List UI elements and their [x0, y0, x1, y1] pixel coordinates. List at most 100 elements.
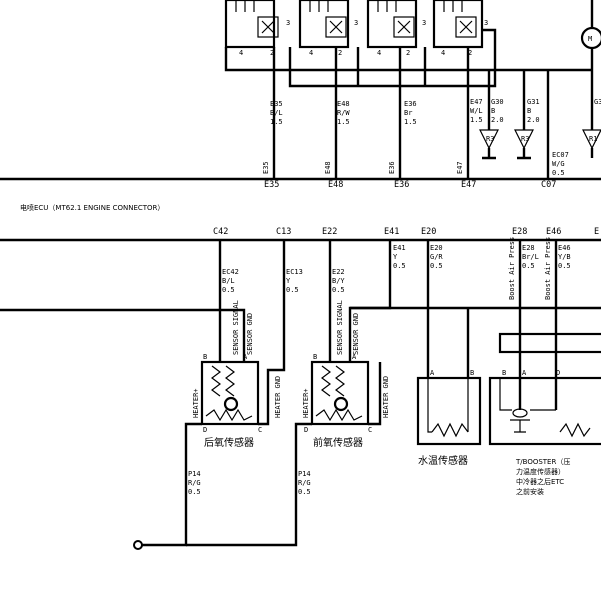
label-boost-air-press-2: Boost Air Press [544, 237, 552, 300]
svg-text:A: A [243, 353, 248, 361]
relay-pin-3: 3 [354, 19, 358, 27]
label-rear-o2-sensor: 后氧传感器 [204, 436, 254, 449]
svg-text:1.5: 1.5 [337, 118, 350, 126]
pin-c07: C07 [541, 180, 556, 190]
svg-text:Y: Y [286, 277, 291, 285]
svg-text:G30: G30 [491, 98, 504, 106]
svg-text:B/L: B/L [222, 277, 235, 285]
svg-text:R/G: R/G [298, 479, 311, 487]
svg-text:2.0: 2.0 [527, 116, 540, 124]
svg-text:G31: G31 [527, 98, 540, 106]
p14-wire-label-2: P14 R/G 0.5 [298, 470, 311, 496]
p14-wire-label-1: P14 R/G 0.5 [188, 470, 201, 496]
bottom-wire-label-e46: E46 Y/B 0.5 [558, 244, 571, 270]
relay-pin-4: 4 [377, 49, 381, 57]
coil-module-3: 4 2 3 [366, 0, 426, 57]
label-front-o2-sensor: 前氧传感器 [313, 436, 363, 449]
top-wire-label-e35: E35 B/L 1.5 [270, 100, 283, 126]
svg-text:0.5: 0.5 [558, 262, 571, 270]
svg-text:B: B [313, 353, 317, 361]
svg-text:0.5: 0.5 [552, 169, 565, 177]
label-boost-air-press-1: Boost Air Press [508, 237, 516, 300]
svg-text:Y: Y [393, 253, 398, 261]
svg-text:M: M [588, 35, 592, 43]
pin-e22: E22 [322, 227, 337, 237]
pin-c42: C42 [213, 227, 228, 237]
label-sensor-gnd-front: SENSOR GND [352, 313, 360, 355]
svg-text:E36: E36 [404, 100, 417, 108]
svg-text:G/R: G/R [430, 253, 443, 261]
relay-pin-2: 2 [338, 49, 342, 57]
pin-c13: C13 [276, 227, 291, 237]
top-wire-label-ec07: EC07 W/G 0.5 [552, 151, 569, 177]
bottom-wire-label-e20: E20 G/R 0.5 [430, 244, 443, 270]
svg-text:1.5: 1.5 [404, 118, 417, 126]
pin-mark-e48: E48 [324, 161, 332, 174]
relay-pin-2: 2 [468, 49, 472, 57]
svg-text:E35: E35 [270, 100, 283, 108]
svg-text:A: A [352, 353, 357, 361]
pin-e: E [594, 227, 599, 237]
label-boost-line-2: 力温度传感器） [516, 467, 565, 476]
label-boost-line-3: 中冷器之后ETC [516, 477, 564, 486]
label-heater-gnd-rear: HEATER GND [274, 376, 282, 418]
svg-text:0.5: 0.5 [393, 262, 406, 270]
bottom-wire-label-e41: E41 Y 0.5 [393, 244, 406, 270]
coil-module-1: 4 2 3 [224, 0, 290, 57]
svg-text:D: D [304, 426, 308, 434]
resistor-branch-g30: R3 G30 B 2.0 [479, 70, 504, 160]
relay-pin-2: 2 [270, 49, 274, 57]
pin-e35: E35 [264, 180, 279, 190]
svg-text:B/L: B/L [270, 109, 283, 117]
coolant-temp-sensor: A B [416, 369, 482, 446]
resistor-branch-g31: R3 G31 B 2.0 [514, 70, 540, 160]
svg-text:Br/L: Br/L [522, 253, 539, 261]
svg-text:B/Y: B/Y [332, 277, 345, 285]
svg-text:C: C [258, 426, 262, 434]
svg-text:C: C [368, 426, 372, 434]
svg-text:E28: E28 [522, 244, 535, 252]
label-heater-plus-rear: HEATER+ [192, 388, 200, 418]
bottom-wire-label-e28: E28 Br/L 0.5 [522, 244, 539, 270]
pin-e36: E36 [394, 180, 409, 190]
svg-text:0.5: 0.5 [286, 286, 299, 294]
svg-text:R3: R3 [521, 135, 529, 143]
relay-pin-2: 2 [406, 49, 410, 57]
front-o2-sensor: B A D C [304, 353, 372, 434]
svg-text:B: B [491, 107, 495, 115]
bottom-wire-label-ec13: EC13 Y 0.5 [286, 268, 303, 294]
pin-e20: E20 [421, 227, 436, 237]
boost-pressure-sensor: B A D [488, 332, 601, 446]
svg-text:P14: P14 [188, 470, 201, 478]
svg-text:E20: E20 [430, 244, 443, 252]
svg-text:0.5: 0.5 [188, 488, 201, 496]
svg-text:1.5: 1.5 [270, 118, 283, 126]
relay-pin-4: 4 [441, 49, 445, 57]
label-heater-gnd-front: HEATER GND [382, 376, 390, 418]
label-coolant-temp-sensor: 水温传感器 [418, 454, 468, 467]
svg-text:D: D [556, 369, 560, 377]
rear-o2-sensor: B A D C [200, 353, 262, 434]
relay-pin-4: 4 [239, 49, 243, 57]
svg-text:R/G: R/G [188, 479, 201, 487]
svg-text:D: D [203, 426, 207, 434]
svg-text:B: B [203, 353, 207, 361]
resistor-branch-g32: R1 G32 [582, 70, 601, 158]
svg-text:0.5: 0.5 [298, 488, 311, 496]
bottom-harness [0, 240, 601, 410]
splice-point [133, 540, 143, 550]
svg-text:G32: G32 [594, 98, 601, 106]
svg-text:EC13: EC13 [286, 268, 303, 276]
svg-text:B: B [527, 107, 531, 115]
bottom-wire-label-e22: E22 B/Y 0.5 [332, 268, 345, 294]
relay-pin-4: 4 [309, 49, 313, 57]
pin-e47: E47 [461, 180, 476, 190]
pin-mark-e35: E35 [262, 161, 270, 174]
ecu-connector-label: 电喷ECU（MT62.1 ENGINE CONNECTOR） [20, 203, 164, 212]
label-sensor-signal-front: SENSOR SIGNAL [336, 300, 344, 355]
svg-text:B: B [470, 369, 474, 377]
coil-module-2: 4 2 3 [298, 0, 358, 57]
label-sensor-gnd-rear: SENSOR GND [246, 313, 254, 355]
svg-text:E46: E46 [558, 244, 571, 252]
